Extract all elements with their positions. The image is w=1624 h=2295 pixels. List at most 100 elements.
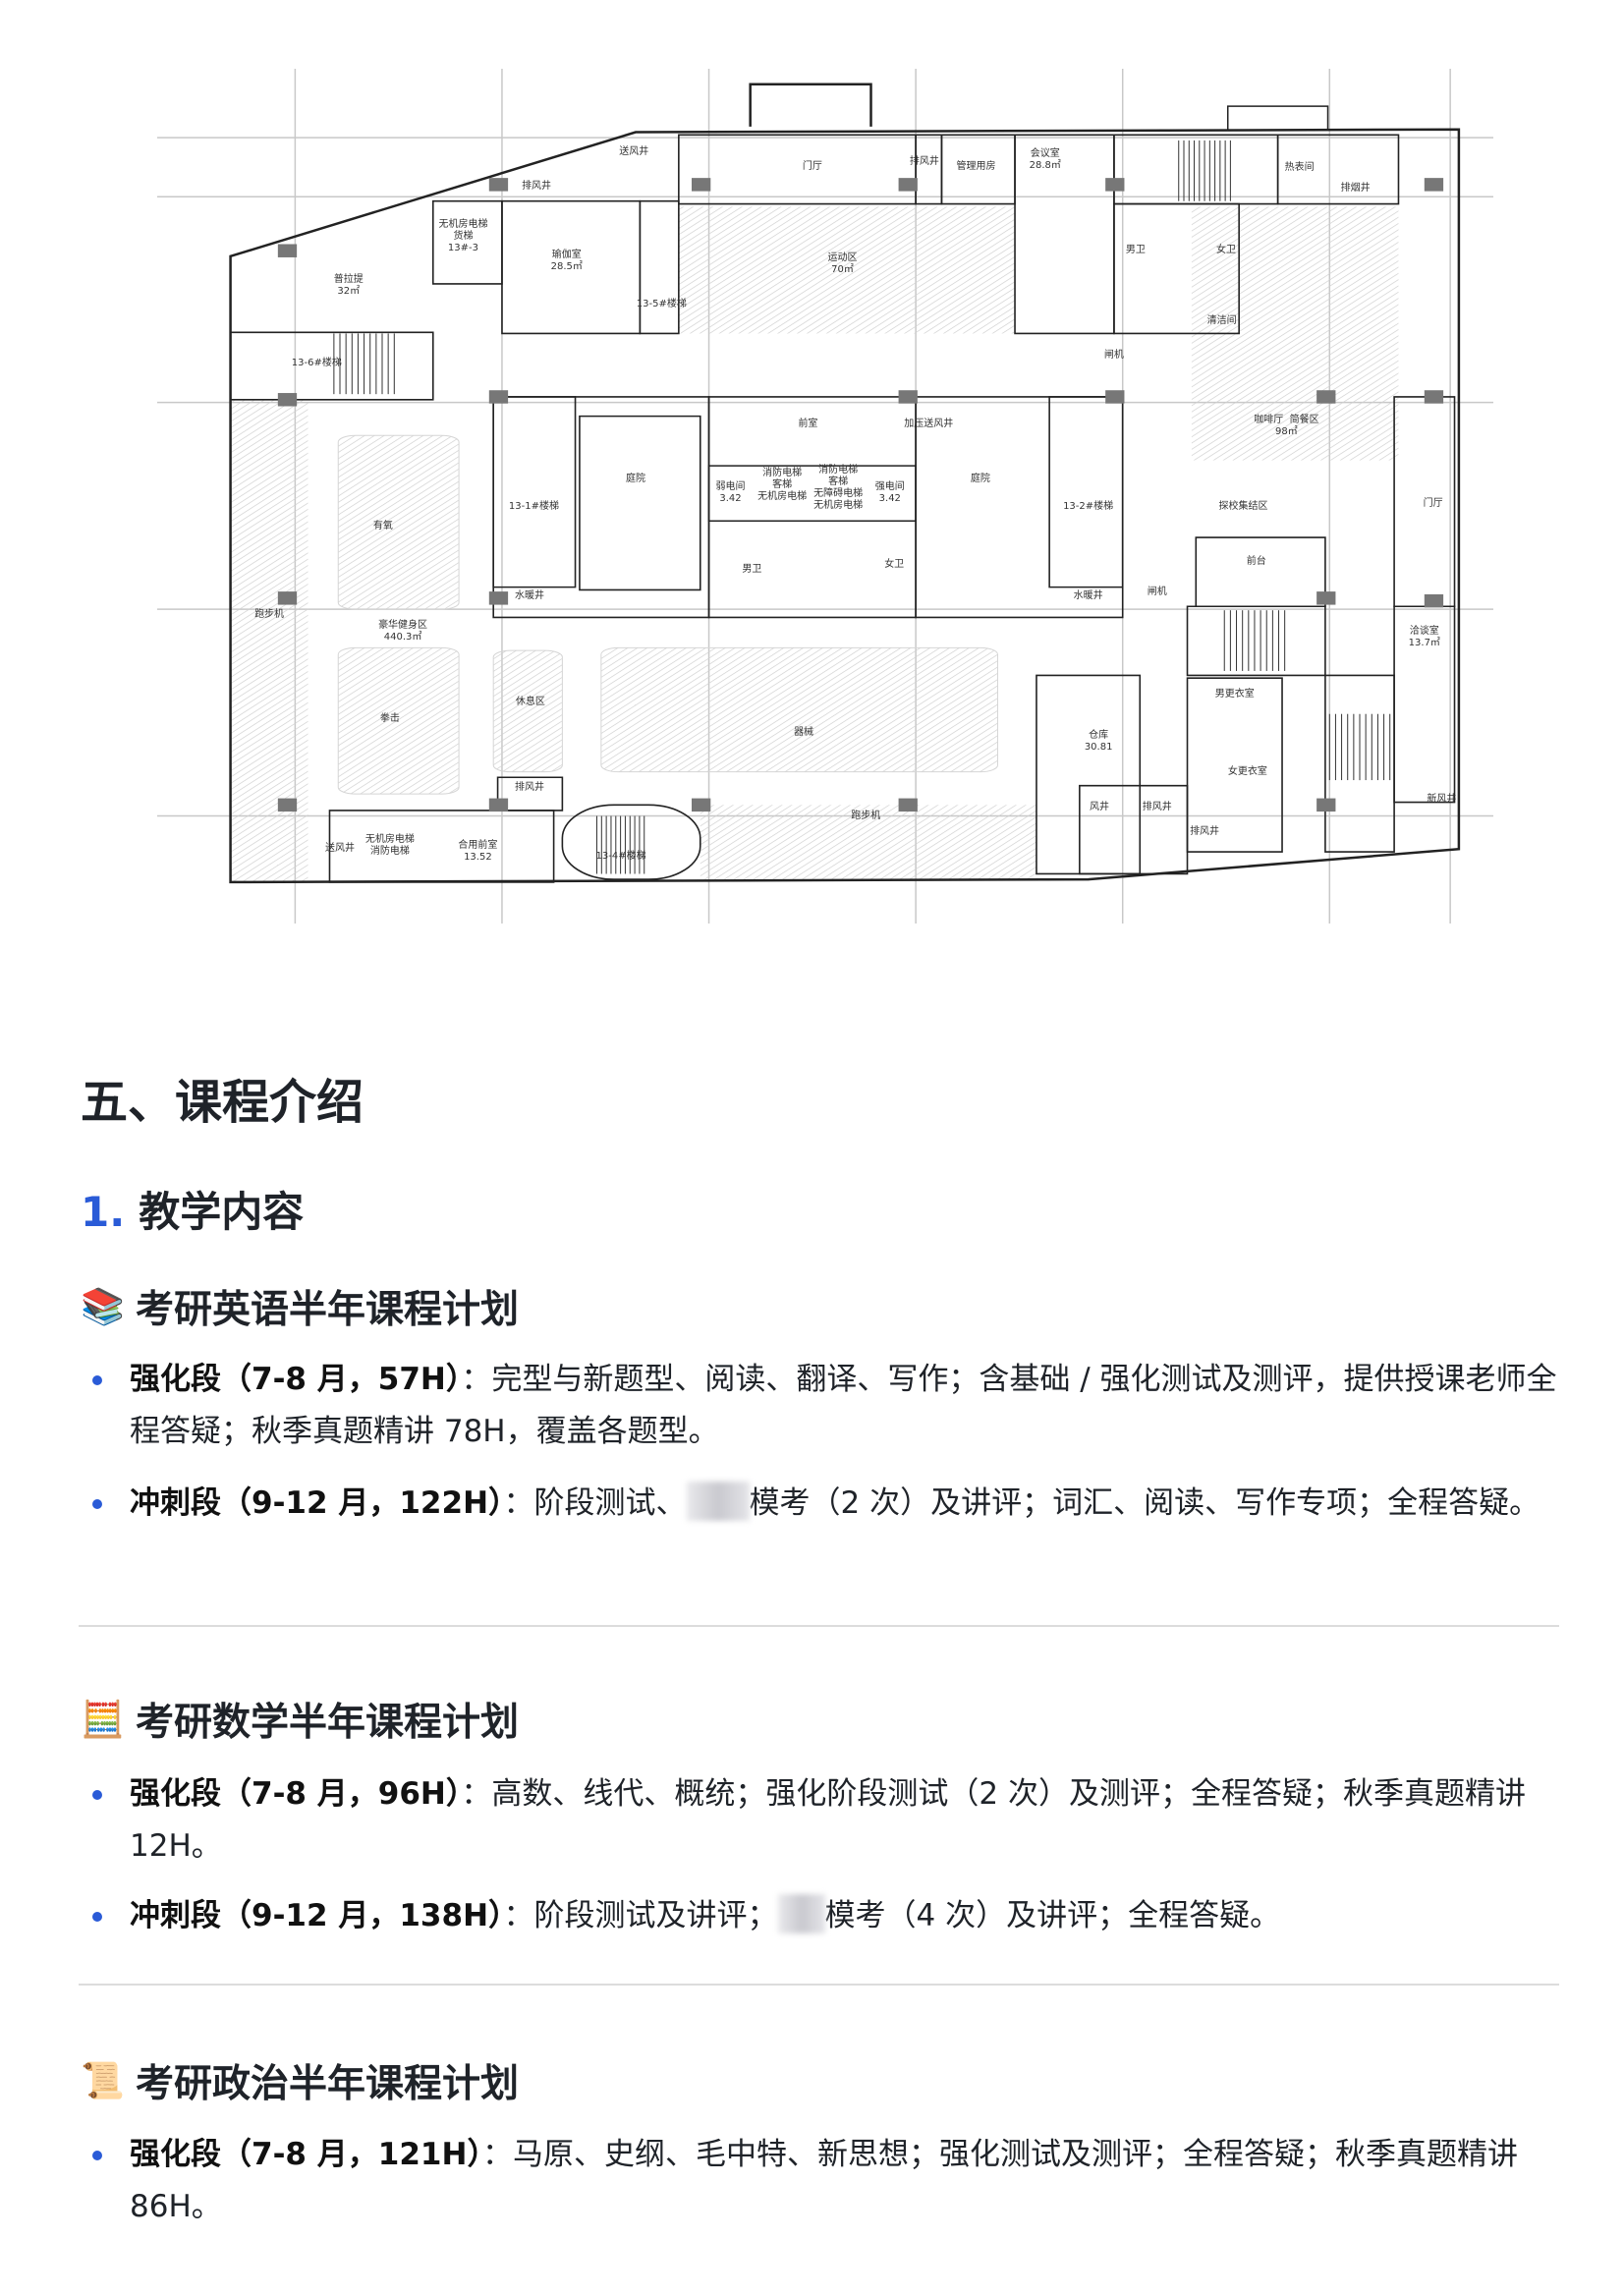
room-label: 13-5#楼梯 (636, 299, 687, 310)
redacted-text (777, 1894, 825, 1933)
room-wall (640, 201, 678, 334)
room-label: 女卫 (1216, 245, 1236, 256)
room-label: 庭院 (625, 474, 645, 485)
room-label: 送风井 (325, 843, 355, 855)
room-wall (1049, 397, 1123, 588)
entrance-canopy (1228, 106, 1328, 130)
room-label: 排风井 (1142, 802, 1172, 813)
room-label: 闸机 (1103, 349, 1124, 361)
room-wall (1325, 675, 1394, 852)
room-label: 消防电梯 客梯 无机房电梯 (757, 467, 808, 502)
item-text: 模考（2 次）及讲评；词汇、阅读、写作专项；全程答疑。 (749, 1485, 1540, 1521)
room-label: 豪华健身区 440.3㎡ (378, 619, 428, 643)
room-label: 新风井 (1427, 793, 1457, 805)
item-text: ：阶段测试、 (503, 1485, 687, 1521)
column (1424, 178, 1444, 192)
column (1424, 593, 1444, 608)
bullet-icon (92, 1790, 102, 1800)
bullet-icon (92, 1912, 102, 1922)
room-wall (580, 417, 700, 590)
item-phase: 冲刺段（9-12 月，138H） (130, 1898, 504, 1933)
list-item: 强化段（7-8 月，121H）：马原、史纲、毛中特、新思想；强化测试及测评；全程… (92, 2129, 1559, 2233)
room-label: 排风井 (515, 782, 545, 794)
room-label: 水暖井 (515, 590, 545, 602)
room-label: 有氧 (372, 520, 393, 532)
room-label: 13-1#楼梯 (508, 501, 559, 513)
list-item: 冲刺段（9-12 月，122H）：阶段测试、模考（2 次）及讲评；词汇、阅读、写… (92, 1478, 1559, 1530)
room-wall (329, 811, 553, 882)
room-wall (1114, 135, 1278, 203)
column (277, 798, 298, 812)
column (1316, 390, 1336, 404)
scroll-icon: 📜 (81, 2061, 125, 2101)
column (692, 798, 711, 812)
list-item: 强化段（7-8 月，57H）：完型与新题型、阅读、翻译、写作；含基础 / 强化测… (92, 1354, 1559, 1458)
room-label: 合用前室 13.52 (458, 840, 498, 864)
room-label: 运动区 70㎡ (827, 252, 858, 276)
column (898, 178, 918, 192)
room-label: 前室 (798, 419, 818, 430)
room-label: 仓库 30.81 (1084, 729, 1113, 753)
room-wall (916, 135, 941, 203)
column (277, 244, 298, 257)
hatched-area (700, 805, 1036, 880)
room-label: 清洁间 (1206, 315, 1237, 327)
books-icon: 📚 (81, 1287, 125, 1327)
course-title: 考研政治半年课程计划 (136, 2062, 520, 2106)
room-wall (1036, 675, 1140, 873)
bullet-icon (92, 1499, 102, 1509)
room-wall (709, 466, 917, 521)
room-label: 13-4#楼梯 (595, 850, 646, 862)
abacus-icon: 🧮 (81, 1700, 125, 1740)
room-label: 排风井 (1190, 826, 1220, 838)
room-label: 无机房电梯 消防电梯 (364, 834, 415, 858)
building-outline (231, 130, 1459, 882)
column (1105, 178, 1125, 192)
room-label: 弱电间 3.42 (715, 481, 746, 505)
subsection-title-text: 教学内容 (139, 1188, 305, 1236)
room-label: 休息区 (515, 697, 545, 708)
column (488, 591, 509, 605)
floor-plan-drawing (157, 69, 1493, 924)
stair-hall (562, 805, 700, 879)
room-label: 女更衣室 (1227, 765, 1267, 777)
course-title: 考研英语半年课程计划 (136, 1288, 520, 1332)
room-wall (679, 135, 916, 203)
room-label: 前台 (1246, 556, 1266, 568)
list-item: 强化段（7-8 月，96H）：高数、线代、概统；强化阶段测试（2 次）及测评；全… (92, 1768, 1559, 1873)
column (488, 798, 509, 812)
room-label: 排风井 (522, 180, 552, 192)
room-label: 咖啡厅 简餐区 98㎡ (1254, 414, 1319, 437)
room-label: 探校集结区 (1218, 501, 1268, 513)
room-label: 管理用房 (956, 160, 996, 172)
bullet-icon (92, 1375, 102, 1385)
room-label: 闸机 (1147, 587, 1167, 598)
room-label: 门厅 (1423, 498, 1443, 510)
zone-area (338, 435, 459, 609)
column (277, 393, 298, 407)
column (1105, 390, 1125, 404)
course-title: 考研数学半年课程计划 (136, 1701, 520, 1745)
room-wall (231, 332, 433, 399)
course-heading-math: 🧮 考研数学半年课程计划 (81, 1692, 1559, 1747)
room-label: 强电间 3.42 (874, 481, 905, 505)
room-label: 男卫 (1125, 245, 1146, 256)
zone-area (601, 647, 998, 771)
room-wall (1188, 606, 1325, 675)
room-label: 洽谈室 13.7㎡ (1408, 626, 1440, 649)
room-wall (1394, 397, 1454, 606)
divider (79, 1984, 1559, 1986)
room-label: 风井 (1090, 802, 1110, 813)
room-wall (1188, 678, 1283, 852)
room-label: 消防电梯 客梯 无障碍电梯 无机房电梯 (813, 464, 864, 511)
room-label: 13-2#楼梯 (1063, 501, 1114, 513)
room-label: 无机房电梯 货梯 13#-3 (438, 219, 488, 254)
room-label: 男更衣室 (1214, 689, 1255, 700)
room-wall (493, 397, 575, 588)
item-phase: 强化段（7-8 月，57H） (130, 1362, 462, 1397)
room-wall (1196, 537, 1325, 606)
room-label: 热表间 (1284, 162, 1315, 174)
course-heading-politics: 📜 考研政治半年课程计划 (81, 2053, 1559, 2108)
bullet-icon (92, 2151, 102, 2160)
